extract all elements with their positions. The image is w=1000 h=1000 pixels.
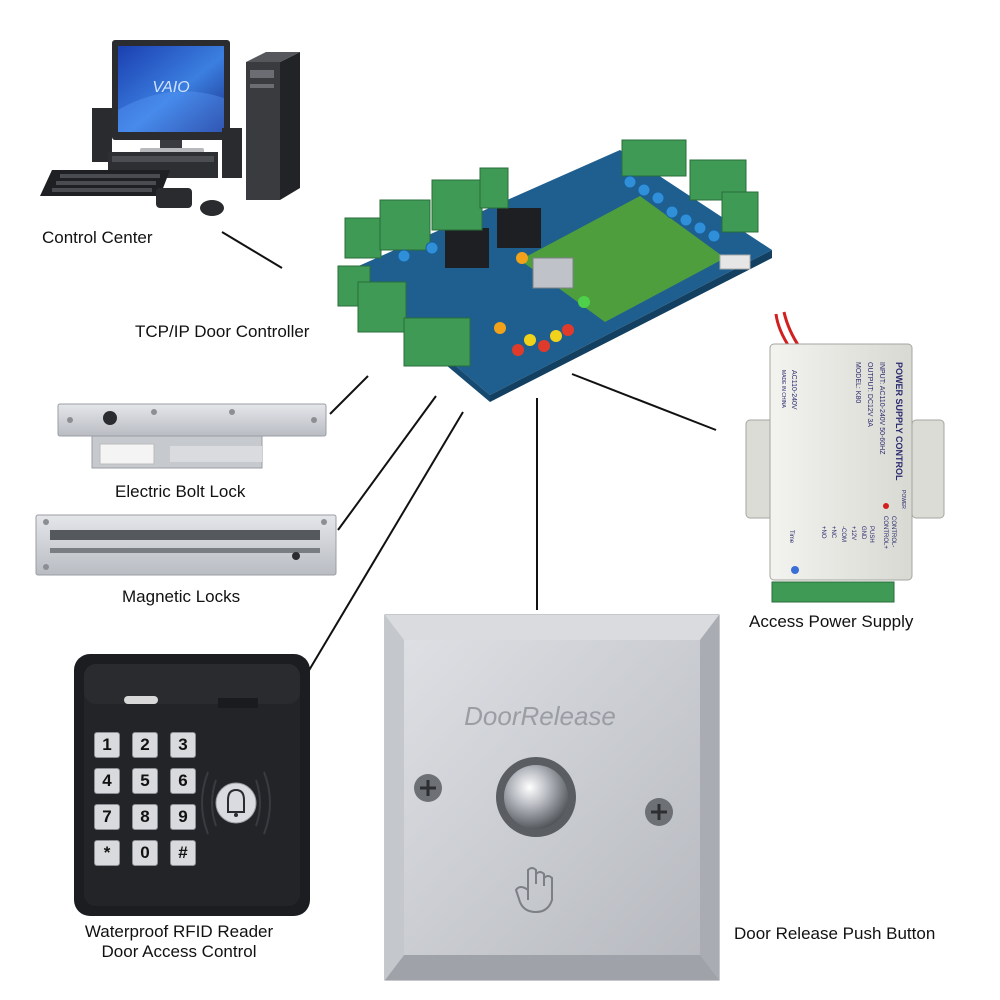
- keypad-key[interactable]: #: [170, 840, 196, 866]
- access-power-supply-icon: POWER SUPPLY CONTROL INPUT: AC110-240V 5…: [745, 311, 945, 603]
- psu-output: OUTPUT: DC12V 3A: [866, 362, 873, 427]
- psu-title: POWER SUPPLY CONTROL: [894, 362, 904, 481]
- line-power-supply: [571, 373, 717, 431]
- monitor-brand: VAIO: [152, 79, 189, 96]
- door-release-button-icon: DoorRelease: [384, 614, 720, 981]
- bell-button-icon: [215, 782, 257, 824]
- keypad-key[interactable]: *: [94, 840, 120, 866]
- computer-icon: VAIO: [40, 40, 300, 216]
- keypad-key[interactable]: 9: [170, 804, 196, 830]
- hand-press-icon: [514, 867, 553, 914]
- psu-terminal-0: CONTROL-: [890, 516, 896, 547]
- line-bolt-lock: [329, 375, 369, 415]
- label-door-release-button: Door Release Push Button: [734, 924, 936, 943]
- psu-input: INPUT: AC110-240V 50-60HZ: [878, 362, 885, 455]
- label-control-center: Control Center: [42, 228, 153, 247]
- line-magnetic-locks: [337, 395, 437, 531]
- keypad-key[interactable]: 6: [170, 768, 196, 794]
- psu-terminal-4: +12V: [850, 526, 856, 540]
- label-rfid-reader: Waterproof RFID Reader Door Access Contr…: [60, 922, 298, 962]
- electric-bolt-lock-icon: [57, 403, 327, 469]
- line-control-center: [221, 231, 283, 269]
- psu-model: MODEL: K80: [854, 362, 861, 403]
- keypad-key[interactable]: 7: [94, 804, 120, 830]
- keypad-key[interactable]: 3: [170, 732, 196, 758]
- keypad-key[interactable]: 1: [94, 732, 120, 758]
- label-access-power-supply: Access Power Supply: [749, 612, 914, 631]
- keypad-key[interactable]: 5: [132, 768, 158, 794]
- magnetic-lock-icon: [35, 514, 337, 576]
- psu-terminal-6: +NC: [830, 526, 836, 539]
- psu-terminal-7: +NO: [820, 526, 826, 539]
- label-door-controller: TCP/IP Door Controller: [135, 322, 310, 341]
- keypad-key[interactable]: 0: [132, 840, 158, 866]
- line-rfid-reader: [307, 411, 464, 673]
- label-magnetic-locks: Magnetic Locks: [122, 587, 241, 606]
- keypad-key[interactable]: 8: [132, 804, 158, 830]
- psu-terminal-2: PUSH: [868, 526, 874, 543]
- door-controller-board-icon: [337, 139, 772, 402]
- keypad-key[interactable]: 2: [132, 732, 158, 758]
- connector-lines: [221, 231, 717, 673]
- keypad-key[interactable]: 4: [94, 768, 120, 794]
- label-electric-bolt-lock: Electric Bolt Lock: [115, 482, 246, 501]
- label-rfid-line2: Door Access Control: [101, 942, 257, 961]
- psu-time: Time: [788, 530, 794, 544]
- psu-power: POWER: [900, 490, 906, 509]
- screw-left-icon: [414, 774, 442, 802]
- plate-engraving: DoorRelease: [464, 701, 616, 731]
- psu-ac: AC110-240V: [790, 370, 797, 410]
- psu-terminal-5: -COM: [840, 526, 846, 542]
- psu-made: MADE IN CHINA: [780, 370, 786, 408]
- psu-terminal-1: CONTROL+: [882, 516, 888, 549]
- label-rfid-line1: Waterproof RFID Reader: [84, 922, 274, 941]
- screw-right-icon: [645, 798, 673, 826]
- psu-terminal-3: GND: [860, 526, 866, 540]
